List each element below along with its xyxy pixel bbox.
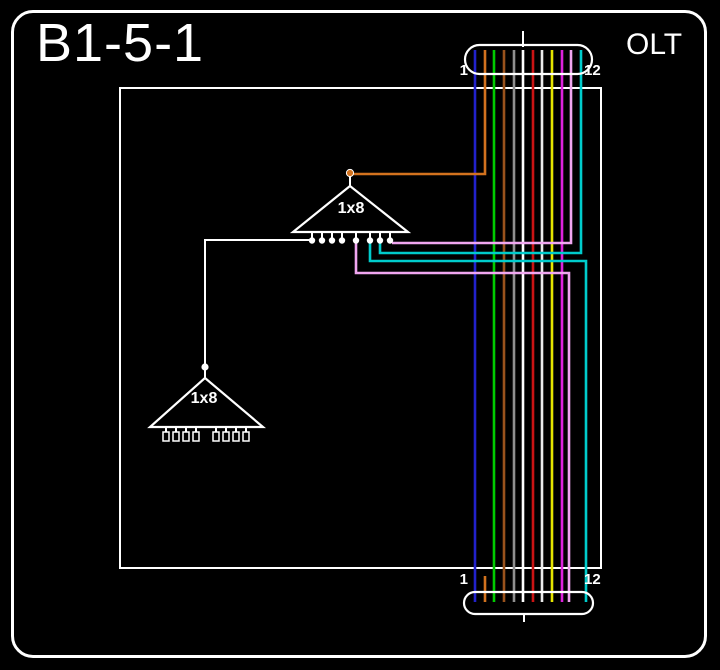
- splitter-2-output-terminator-7: [232, 431, 240, 442]
- top-connector: [463, 43, 594, 76]
- fiber-line-aqua-bottom: [368, 242, 588, 602]
- bottom-connector-port1-label: 1: [459, 571, 468, 588]
- top-connector-port12-label: 12: [584, 62, 601, 79]
- page-title: B1-5-1: [36, 13, 205, 73]
- splitter-2-output-terminator-8: [242, 431, 250, 442]
- splitter-2-output-terminator-4: [192, 431, 200, 442]
- splitter-2-output-terminator-5: [212, 431, 220, 442]
- splitter-1-output-dot-5: [352, 237, 360, 244]
- fiber-line-rose-top: [392, 50, 573, 245]
- splitter-1-input-dot: [345, 168, 355, 178]
- outer-border: [11, 10, 707, 658]
- splitter-1-output-dot-1: [308, 237, 316, 244]
- bottom-connector: [462, 590, 595, 616]
- fiber-line-orange-top: [353, 50, 487, 176]
- splitter-1-output-dot-2: [318, 237, 326, 244]
- splitter-1-output-dot-7: [376, 237, 384, 244]
- top-connector-port1-label: 1: [459, 62, 468, 79]
- splitter-1-output-dot-8: [386, 237, 394, 244]
- splitter-1-output-dot-4: [338, 237, 346, 244]
- fiber-line-aqua-top: [378, 50, 583, 255]
- splitter-2-output-terminator-6: [222, 431, 230, 442]
- splitter-link-line: [204, 239, 312, 378]
- olt-label: OLT: [626, 28, 683, 61]
- splitter-2-output-terminator-3: [182, 431, 190, 442]
- splitter-1-label: 1x8: [338, 200, 365, 217]
- splitter-1-output-dot-6: [366, 237, 374, 244]
- splitter-2-output-terminator-1: [162, 431, 170, 442]
- splitter-2-input-dot: [201, 363, 209, 371]
- splitter-2-triangle: [147, 376, 267, 429]
- splitter-2-output-terminator-2: [172, 431, 180, 442]
- fiber-line-rose-bottom: [354, 242, 571, 602]
- bottom-connector-port12-label: 12: [584, 571, 601, 588]
- inner-box: [119, 87, 602, 569]
- splitter-2-label: 1x8: [191, 390, 218, 407]
- splitter-1-output-dot-3: [328, 237, 336, 244]
- splitter-1-triangle: [289, 184, 412, 234]
